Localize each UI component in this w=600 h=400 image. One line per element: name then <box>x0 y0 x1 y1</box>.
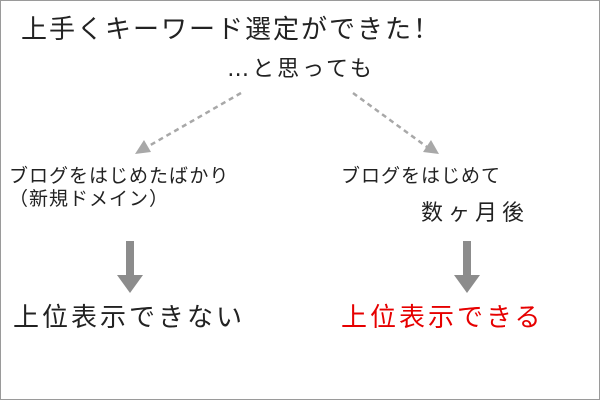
dashed-arrow-right <box>352 91 428 149</box>
right-condition-line2: 数ヶ月後 <box>421 201 530 226</box>
dashed-arrowhead-right <box>423 140 439 154</box>
solid-arrow-right-shaft <box>463 241 471 279</box>
solid-arrow-left-shaft <box>126 241 134 279</box>
solid-arrowhead-left <box>117 275 143 293</box>
left-branch-condition: ブログをはじめたばかり （新規ドメイン） <box>9 165 299 211</box>
diagram-title: 上手くキーワード選定ができた！ <box>21 15 442 45</box>
left-branch-result: 上位表示できない <box>13 303 246 333</box>
dashed-arrow-left <box>146 91 242 149</box>
left-condition-line2: （新規ドメイン） <box>9 187 170 210</box>
right-condition-line1: ブログをはじめて <box>341 165 502 187</box>
left-condition-line1: ブログをはじめたばかり <box>9 165 230 187</box>
solid-arrowhead-right <box>454 275 480 293</box>
right-branch-result: 上位表示できる <box>341 303 544 333</box>
dashed-arrowhead-left <box>135 140 151 154</box>
diagram-subtitle: …と思っても <box>227 57 375 82</box>
